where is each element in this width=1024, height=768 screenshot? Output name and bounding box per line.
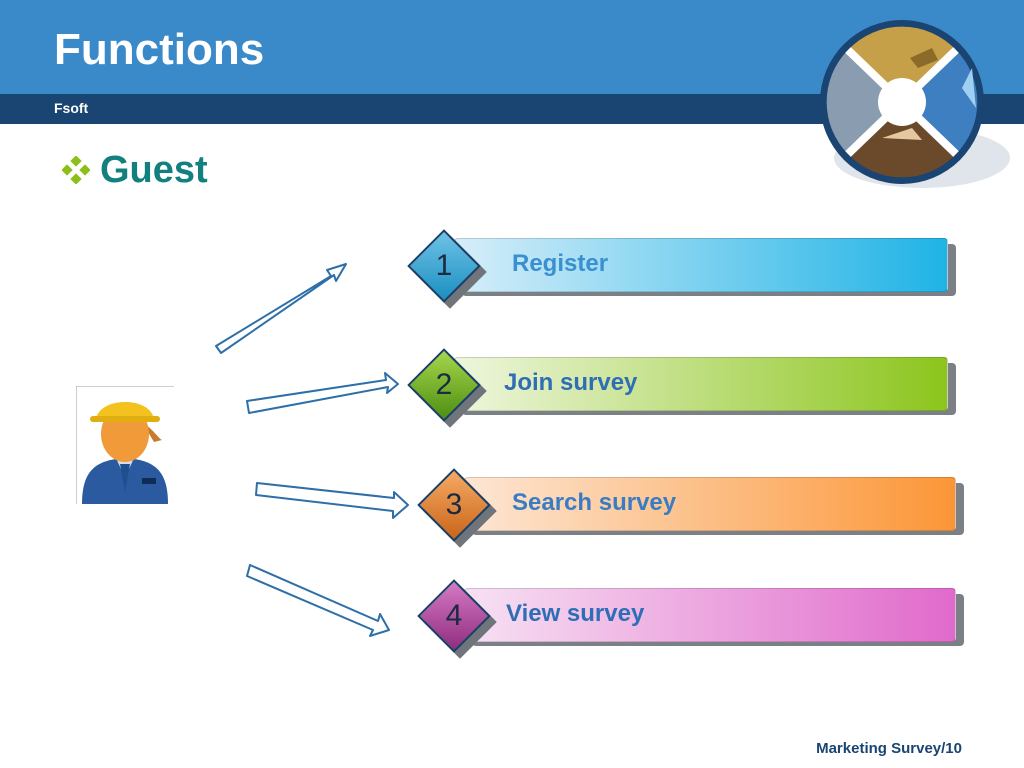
arrow-to-search-survey [255,482,409,519]
function-label: View survey [506,600,645,627]
section-title: Guest [100,149,208,191]
function-join-survey[interactable]: 2 Join survey [407,348,956,428]
arrow-to-register [215,263,347,354]
diamond-bullet-icon [62,156,90,184]
company-name: Fsoft [54,100,89,116]
function-search-survey[interactable]: 3 Search survey [417,468,964,548]
function-register[interactable]: 1 Register [407,229,956,309]
function-number: 1 [435,249,453,282]
function-number: 3 [445,488,463,521]
function-label: Join survey [504,369,638,396]
function-number: 4 [445,599,463,632]
function-label: Register [512,250,609,277]
arrow-to-view-survey [246,564,390,637]
function-number: 2 [435,368,453,401]
function-view-survey[interactable]: 4 View survey [417,579,964,659]
function-bar [464,588,956,642]
section-heading: Guest [62,148,208,192]
function-bar [454,357,948,411]
function-bar [454,238,948,292]
slide-footer: Marketing Survey/10 [816,740,962,757]
arrow-to-join-survey [246,372,399,414]
function-label: Search survey [512,489,677,516]
function-bar [464,477,956,531]
slide-title: Functions [54,25,265,74]
photo-collage-logo-icon [820,20,1010,188]
guest-worker-icon [76,386,174,504]
